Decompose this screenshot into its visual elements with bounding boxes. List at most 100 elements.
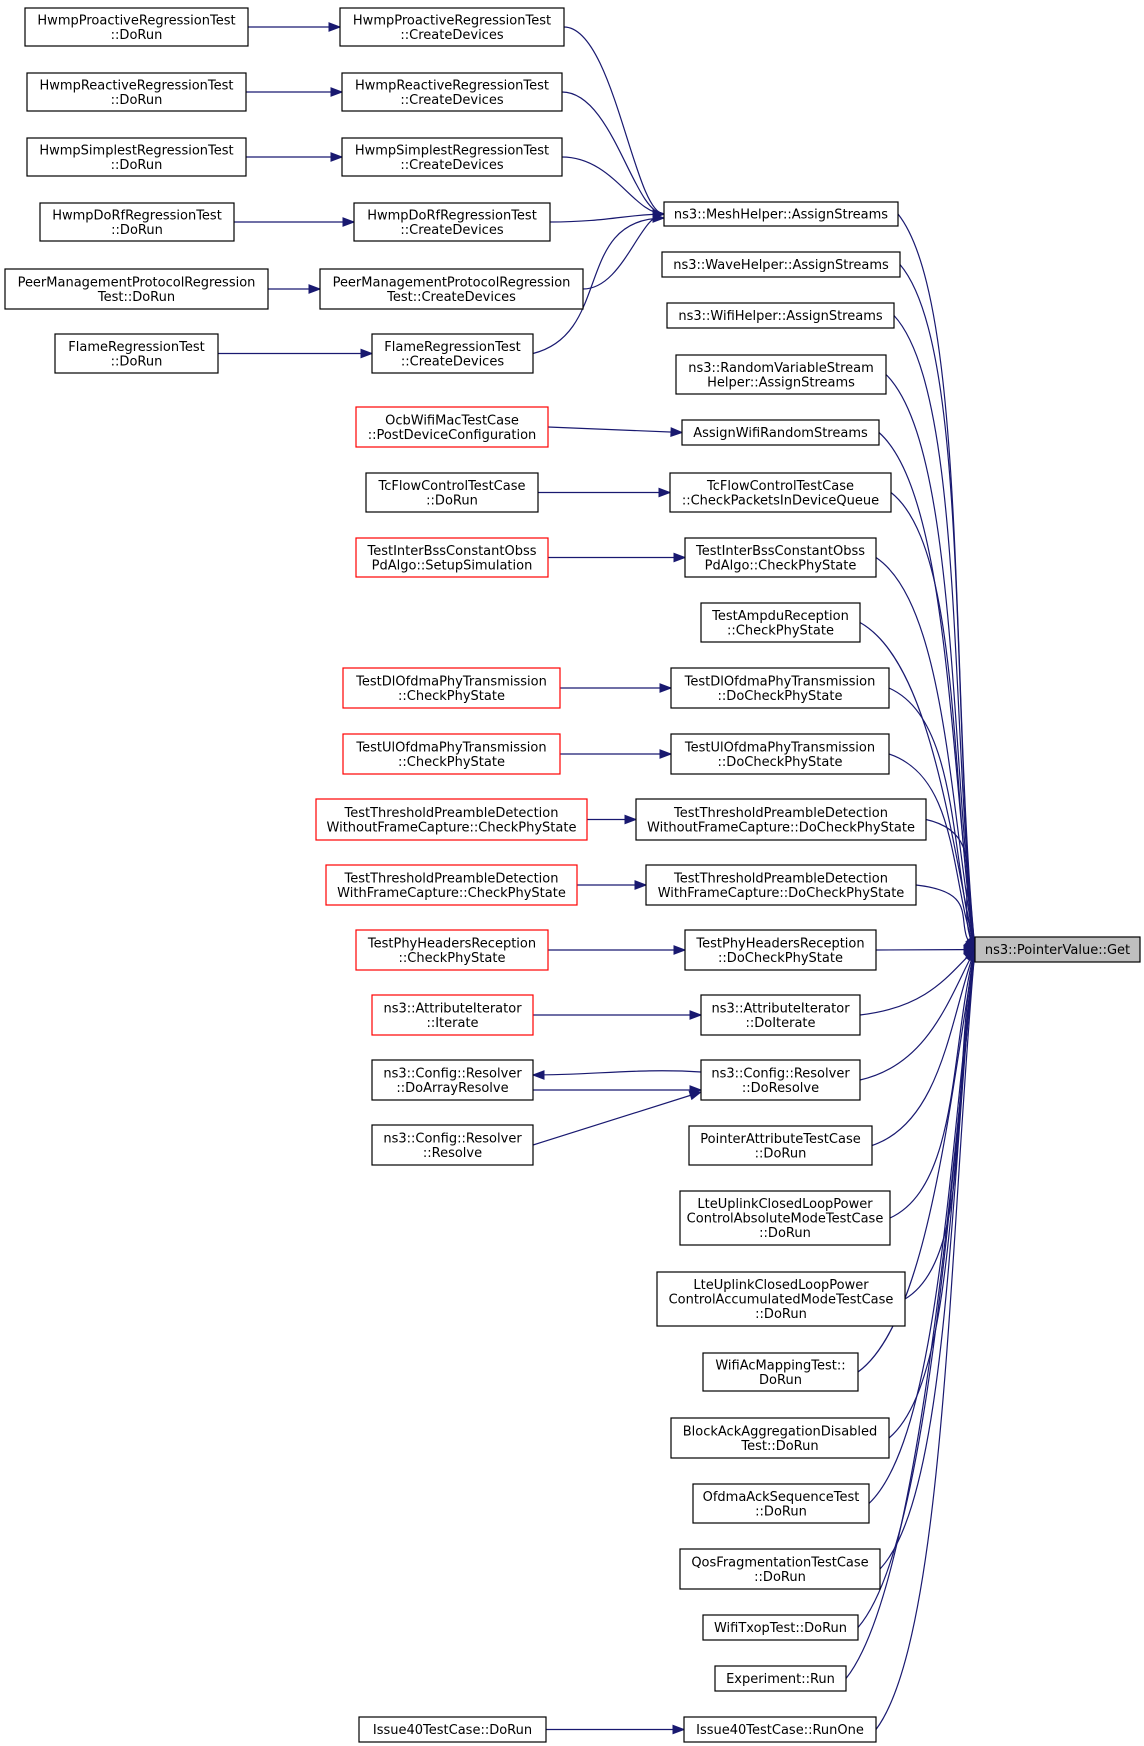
node-tdl_c[interactable]: TestDlOfdmaPhyTransmission::CheckPhyStat… — [342, 667, 561, 709]
node-qft[interactable]: QosFragmentationTestCase::DoRun — [679, 1548, 881, 1590]
node-box — [355, 406, 549, 448]
node-label-line: WithoutFrameCapture::DoCheckPhyState — [647, 820, 915, 835]
node-box — [365, 472, 539, 513]
node-label-line: ::Iterate — [426, 1016, 478, 1031]
node-tpwo_c[interactable]: TestThresholdPreambleDetectionWithoutFra… — [315, 798, 588, 841]
node-label-line: ns3::AttributeIterator — [711, 1001, 850, 1016]
edge-tul_c-to-tul_d-arrowhead — [659, 749, 673, 759]
node-tfc_c[interactable]: TcFlowControlTestCase::CheckPacketsInDev… — [669, 472, 892, 513]
node-pmp_c[interactable]: PeerManagementProtocolRegressionTest::Cr… — [319, 268, 584, 310]
node-box — [669, 472, 892, 513]
node-tfc_d[interactable]: TcFlowControlTestCase::DoRun — [365, 472, 539, 513]
edge-ai_i-to-ai_d-arrowhead — [689, 1010, 703, 1020]
node-hrr_c[interactable]: HwmpReactiveRegressionTest::CreateDevice… — [341, 72, 563, 112]
node-label-line: ControlAccumulatedModeTestCase — [669, 1293, 894, 1308]
node-box — [656, 1271, 906, 1327]
edge-tfc_c-to-ptr — [890, 492, 976, 950]
node-thr_c[interactable]: TestPhyHeadersReception::CheckPhyState — [355, 929, 549, 971]
node-pmp_d[interactable]: PeerManagementProtocolRegressionTest::Do… — [4, 268, 269, 310]
node-label-line: ::CreateDevices — [401, 354, 504, 369]
edge-hrr_c-to-mesh — [561, 91, 665, 215]
node-label-line: TestThresholdPreambleDetection — [673, 871, 888, 886]
node-label-line: ::DoRun — [755, 1307, 807, 1322]
node-label-line: ::CheckPhyState — [727, 623, 834, 638]
node-i40_r[interactable]: Issue40TestCase::RunOne — [683, 1716, 877, 1743]
node-fr_c[interactable]: FlameRegressionTest::CreateDevices — [371, 333, 534, 374]
node-label-line: ::CheckPhyState — [398, 689, 505, 704]
node-ai_i[interactable]: ns3::AttributeIterator::Iterate — [371, 994, 534, 1036]
node-tpw_d[interactable]: TestThresholdPreambleDetectionWithFrameC… — [645, 864, 917, 906]
node-label-line: FlameRegressionTest — [384, 340, 520, 355]
node-thr_d[interactable]: TestPhyHeadersReception::DoCheckPhyState — [684, 929, 877, 971]
node-mesh[interactable]: ns3::MeshHelper::AssignStreams — [663, 201, 899, 227]
node-hpr_d[interactable]: HwmpProactiveRegressionTest::DoRun — [24, 7, 249, 47]
node-label-line: TestThresholdPreambleDetection — [673, 806, 888, 821]
node-oas[interactable]: OfdmaAckSequenceTest::DoRun — [692, 1483, 870, 1524]
edge-cr_dr-to-ptr — [859, 949, 976, 1081]
edge-patc-to-ptr — [871, 949, 976, 1147]
node-label-line: Issue40TestCase::DoRun — [373, 1723, 532, 1738]
node-wacm[interactable]: WifiAcMappingTest::DoRun — [702, 1352, 859, 1392]
node-tar[interactable]: TestAmpduReception::CheckPhyState — [700, 602, 861, 643]
node-label-line: ::CheckPhyState — [399, 951, 506, 966]
node-cr_r[interactable]: ns3::Config::Resolver::Resolve — [371, 1124, 534, 1166]
node-awrs[interactable]: AssignWifiRandomStreams — [681, 419, 880, 446]
node-tdl_d[interactable]: TestDlOfdmaPhyTransmission::DoCheckPhySt… — [670, 667, 890, 709]
edge-cr_dr-to-cr_ar-arrowhead — [531, 1070, 545, 1080]
node-label-line: ::DoIterate — [745, 1016, 815, 1031]
node-box — [683, 1716, 877, 1743]
edge-hsr_c-to-mesh — [561, 156, 665, 215]
node-label-line: PeerManagementProtocolRegression — [18, 275, 256, 290]
node-tpwo_d[interactable]: TestThresholdPreambleDetectionWithoutFra… — [635, 798, 927, 841]
node-label-line: ::CheckPhyState — [398, 755, 505, 770]
edge-hdr_c-to-mesh — [549, 213, 665, 223]
node-label-line: PointerAttributeTestCase — [700, 1132, 860, 1147]
node-tul_c[interactable]: TestUlOfdmaPhyTransmission::CheckPhyStat… — [342, 733, 561, 775]
node-label-line: WithoutFrameCapture::CheckPhyState — [327, 820, 577, 835]
node-label-line: ns3::Config::Resolver — [383, 1066, 522, 1081]
node-hdr_d[interactable]: HwmpDoRfRegressionTest::DoRun — [39, 202, 235, 242]
node-label-line: HwmpReactiveRegressionTest — [355, 78, 549, 93]
node-rvs[interactable]: ns3::RandomVariableStreamHelper::AssignS… — [675, 354, 887, 395]
node-ocb[interactable]: OcbWifiMacTestCase::PostDeviceConfigurat… — [355, 406, 549, 448]
node-wave[interactable]: ns3::WaveHelper::AssignStreams — [661, 251, 901, 278]
node-i40_d[interactable]: Issue40TestCase::DoRun — [358, 1716, 547, 1743]
node-wtt[interactable]: WifiTxopTest::DoRun — [702, 1614, 859, 1641]
node-hpr_c[interactable]: HwmpProactiveRegressionTest::CreateDevic… — [339, 7, 565, 47]
node-label-line: Test::CreateDevices — [386, 290, 516, 305]
node-hrr_d[interactable]: HwmpReactiveRegressionTest::DoRun — [26, 72, 247, 112]
node-cr_dr[interactable]: ns3::Config::Resolver::DoResolve — [700, 1059, 861, 1101]
node-fr_d[interactable]: FlameRegressionTest::DoRun — [54, 333, 219, 374]
node-label-line: ::Resolve — [423, 1146, 482, 1161]
target-node-ptr[interactable]: ns3::PointerValue::Get — [974, 936, 1141, 963]
node-label-line: AssignWifiRandomStreams — [693, 426, 868, 441]
node-cr_ar[interactable]: ns3::Config::Resolver::DoArrayResolve — [371, 1059, 534, 1101]
node-label-line: ::CreateDevices — [400, 28, 503, 43]
node-lte_a[interactable]: LteUplinkClosedLoopPowerControlAbsoluteM… — [679, 1190, 891, 1246]
node-tpw_c[interactable]: TestThresholdPreambleDetectionWithFrameC… — [325, 864, 578, 906]
node-hdr_c[interactable]: HwmpDoRfRegressionTest::CreateDevices — [353, 202, 551, 242]
node-hsr_d[interactable]: HwmpSimplestRegressionTest::DoRun — [26, 137, 247, 177]
edge-thr_c-to-thr_d-arrowhead — [673, 945, 687, 955]
node-lte_c[interactable]: LteUplinkClosedLoopPowerControlAccumulat… — [656, 1271, 906, 1327]
node-label-line: TestInterBssConstantObss — [695, 544, 865, 559]
node-wifi[interactable]: ns3::WifiHelper::AssignStreams — [666, 302, 895, 329]
node-box — [974, 936, 1141, 963]
node-label-line: Experiment::Run — [726, 1672, 835, 1687]
node-tib_c[interactable]: TestInterBssConstantObssPdAlgo::CheckPhy… — [684, 537, 877, 578]
node-ai_d[interactable]: ns3::AttributeIterator::DoIterate — [700, 994, 861, 1036]
node-label-line: ns3::Config::Resolver — [383, 1131, 522, 1146]
node-box — [355, 537, 549, 578]
node-box — [681, 419, 880, 446]
node-patc[interactable]: PointerAttributeTestCase::DoRun — [688, 1125, 873, 1166]
node-hsr_c[interactable]: HwmpSimplestRegressionTest::CreateDevice… — [341, 137, 563, 177]
edge-fr_c-to-mesh-arrowhead — [652, 213, 666, 223]
node-label-line: HwmpProactiveRegressionTest — [353, 13, 551, 28]
node-box — [702, 1614, 859, 1641]
node-tib_s[interactable]: TestInterBssConstantObssPdAlgo::SetupSim… — [355, 537, 549, 578]
node-box — [358, 1716, 547, 1743]
node-label-line: ::DoRun — [426, 493, 478, 508]
node-tul_d[interactable]: TestUlOfdmaPhyTransmission::DoCheckPhySt… — [670, 733, 890, 775]
node-exp[interactable]: Experiment::Run — [714, 1665, 847, 1692]
